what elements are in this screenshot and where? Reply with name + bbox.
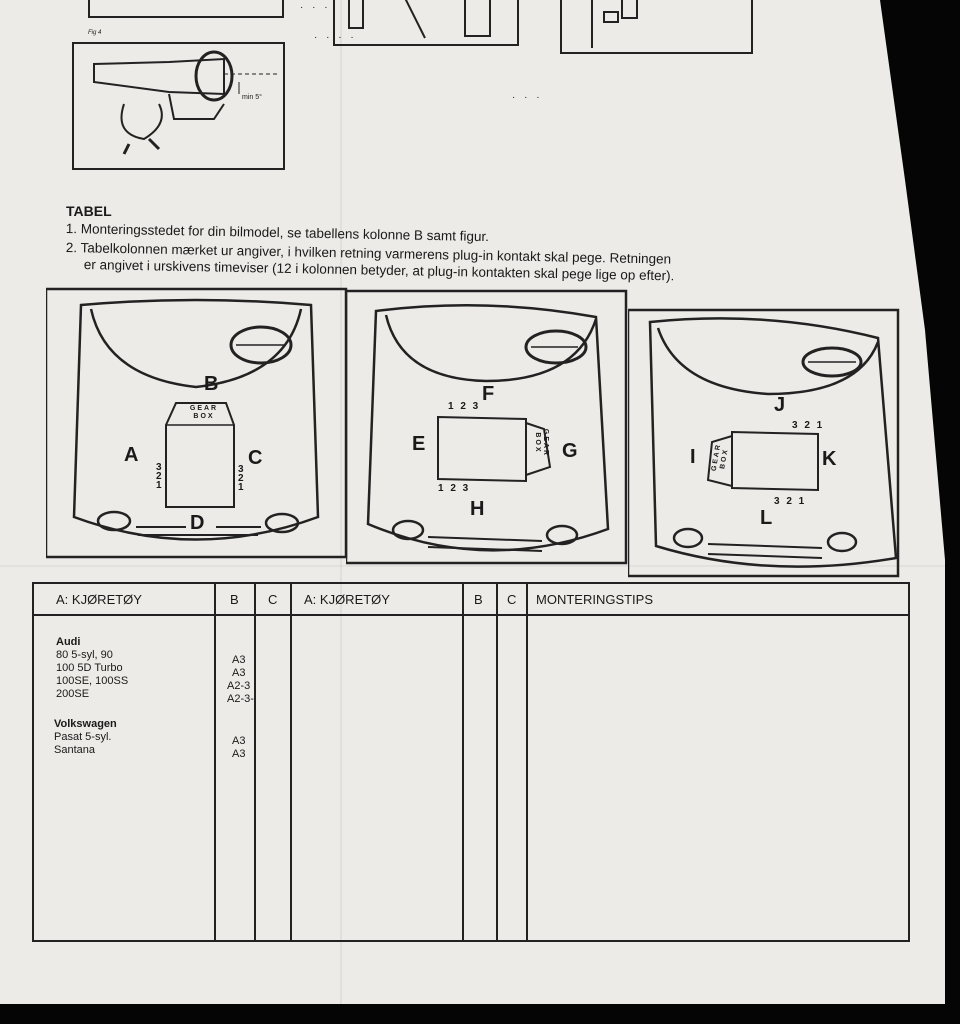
engine-bay-drawing-2 bbox=[346, 289, 628, 565]
col-divider-4 bbox=[462, 584, 464, 940]
table-row: 100SE, 100SS bbox=[56, 675, 129, 687]
table-cell-b: A3 bbox=[232, 654, 246, 666]
engine-diagram-2: F E G H 1 2 3 1 2 3 GEAR BOX bbox=[346, 289, 628, 565]
col-divider-3 bbox=[290, 584, 292, 940]
label-f: F bbox=[482, 383, 495, 405]
label-i: I bbox=[690, 446, 696, 468]
make-volkswagen: Volkswagen bbox=[54, 718, 117, 730]
label-d: D bbox=[190, 512, 205, 534]
figure-top-middle bbox=[333, 0, 519, 46]
label-b: B bbox=[204, 373, 219, 395]
header-c-2: C bbox=[507, 592, 517, 607]
figure-dots-2: · · · · bbox=[314, 32, 357, 43]
header-b-1: B bbox=[230, 592, 239, 607]
numbers-top-2: 1 2 3 bbox=[448, 401, 481, 412]
figure-top-left bbox=[88, 0, 284, 18]
col-divider-1 bbox=[214, 584, 216, 940]
instruction-sheet: · · · · · · · Fig 4 min 5° · · · TABEL 1… bbox=[0, 0, 945, 1004]
header-b-2: B bbox=[474, 592, 483, 607]
table-cell-b: A2-3- bbox=[227, 693, 254, 705]
gearbox-label-1: GEAR BOX bbox=[189, 405, 219, 420]
header-divider bbox=[34, 614, 908, 616]
vehicle-table: A: KJØRETØY B C A: KJØRETØY B C MONTERIN… bbox=[32, 582, 910, 942]
figure-4: min 5° bbox=[72, 42, 285, 170]
table-row: 100 5D Turbo bbox=[56, 662, 123, 674]
paper-fold-horizontal bbox=[0, 565, 945, 567]
label-g: G bbox=[562, 440, 578, 462]
engine-diagram-1: B A C D GEAR BOX 3 2 1 3 2 1 bbox=[46, 287, 348, 559]
figure-dots-3: · · · bbox=[512, 92, 543, 103]
col-divider-6 bbox=[526, 584, 528, 940]
label-j: J bbox=[774, 394, 786, 416]
figure-dots: · · · bbox=[300, 2, 331, 13]
table-row: 200SE bbox=[56, 688, 90, 700]
engine-bay-drawing-3 bbox=[628, 308, 900, 578]
header-kjoretoy-1: A: KJØRETØY bbox=[56, 592, 142, 607]
engine-diagram-3: J I K L 3 2 1 3 2 1 GEAR BOX bbox=[628, 308, 900, 580]
gearbox-label-2: GEAR BOX bbox=[534, 428, 549, 458]
table-cell-b: A3 bbox=[232, 748, 246, 760]
figure-top-middle-drawing bbox=[348, 0, 491, 39]
label-a: A bbox=[124, 444, 139, 466]
table-row: 80 5-syl, 90 bbox=[56, 649, 113, 661]
label-c: C bbox=[248, 447, 263, 469]
angle-annotation: min 5° bbox=[242, 94, 262, 101]
tabel-heading: TABEL bbox=[66, 203, 112, 219]
numbers-bottom-3: 3 2 1 bbox=[774, 496, 807, 507]
label-e: E bbox=[412, 433, 426, 455]
header-kjoretoy-2: A: KJØRETØY bbox=[304, 592, 390, 607]
table-cell-b: A3 bbox=[232, 667, 246, 679]
table-row: Pasat 5-syl. bbox=[54, 731, 112, 743]
label-l: L bbox=[760, 507, 773, 529]
numbers-bottom-2: 1 2 3 bbox=[438, 483, 471, 494]
header-monteringstips: MONTERINGSTIPS bbox=[536, 592, 654, 607]
label-k: K bbox=[822, 448, 837, 470]
figure-top-right bbox=[560, 0, 753, 54]
numbers-right-1: 3 2 1 bbox=[238, 464, 246, 493]
col-divider-2 bbox=[254, 584, 256, 940]
make-audi: Audi bbox=[56, 636, 81, 648]
numbers-left-1: 3 2 1 bbox=[156, 462, 164, 491]
col-divider-5 bbox=[496, 584, 498, 940]
figure-top-right-drawing bbox=[591, 0, 638, 48]
header-c-1: C bbox=[268, 592, 278, 607]
heater-mounting-drawing bbox=[93, 50, 279, 155]
table-cell-b: A2-3 bbox=[227, 680, 251, 692]
figure-label: Fig 4 bbox=[88, 30, 102, 36]
label-h: H bbox=[470, 498, 485, 520]
paper-fold-vertical bbox=[340, 0, 342, 1004]
table-row: Santana bbox=[54, 744, 95, 756]
table-cell-b: A3 bbox=[232, 735, 246, 747]
numbers-top-3: 3 2 1 bbox=[792, 420, 825, 431]
